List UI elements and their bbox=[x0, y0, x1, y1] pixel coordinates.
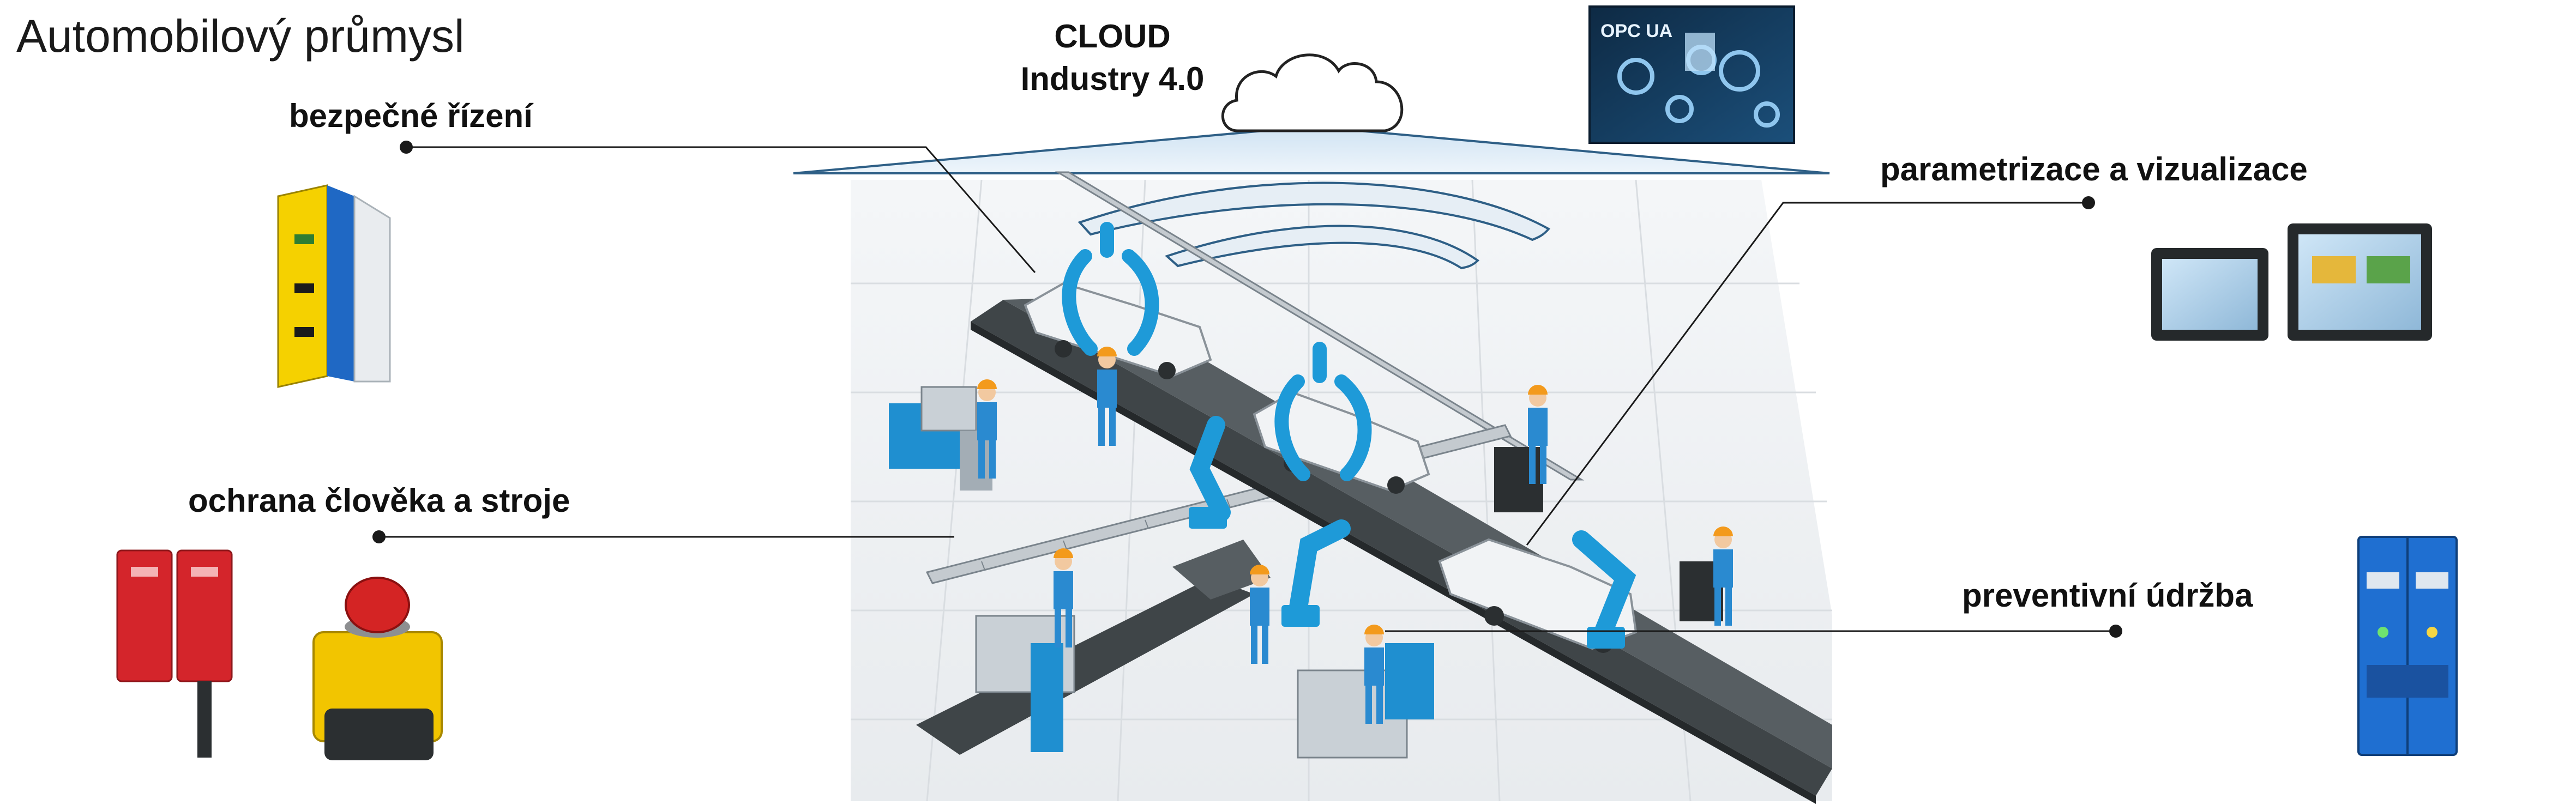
monitoring-relay-icon bbox=[2357, 536, 2458, 756]
worker bbox=[977, 347, 1733, 724]
label-human-machine-protection: ochrana člověka a stroje bbox=[188, 482, 570, 519]
press-station bbox=[975, 615, 1075, 752]
safety-relay-icon bbox=[277, 184, 391, 388]
emergency-stop-button-icon bbox=[312, 577, 443, 760]
wireless-signal-icon bbox=[1078, 181, 1551, 270]
page-title: Automobilový průmysl bbox=[16, 10, 465, 62]
lathe-station bbox=[1297, 643, 1434, 759]
cloud-caption: CLOUD Industry 4.0 bbox=[982, 15, 1243, 100]
cloud-caption-line1: CLOUD bbox=[1054, 18, 1171, 55]
robot-gripper bbox=[1062, 222, 1372, 481]
callout-dot-safety-control bbox=[400, 141, 413, 154]
callout-dot-predictive-maintenance bbox=[2109, 625, 2122, 638]
cloud-icon bbox=[1221, 53, 1404, 132]
label-safety-control: bezpečné řízení bbox=[289, 98, 533, 134]
callout-lines bbox=[379, 146, 2116, 632]
secondary-conveyor bbox=[916, 540, 1271, 755]
callout-line-parametrization bbox=[1526, 202, 2089, 546]
robot-arm bbox=[1189, 416, 1636, 641]
callout-dot-human-machine-protection bbox=[372, 530, 386, 543]
label-predictive-maintenance: preventivní údržba bbox=[1962, 577, 2253, 614]
main-conveyor bbox=[971, 297, 1832, 804]
callout-line-safety-control bbox=[406, 146, 1036, 273]
magnetic-safety-sensor-icon bbox=[116, 549, 233, 758]
opc-ua-badge-label: OPC UA bbox=[1600, 21, 1672, 41]
hmi-touch-panel-icon bbox=[2151, 223, 2432, 341]
label-parametrization: parametrizace a vizualizace bbox=[1880, 151, 2308, 187]
cnc-station bbox=[889, 386, 992, 491]
cloud-beam bbox=[793, 125, 1830, 174]
cloud-caption-line2: Industry 4.0 bbox=[1020, 60, 1205, 97]
callout-dot-parametrization bbox=[2082, 196, 2095, 209]
opc-ua-gear-panel-icon bbox=[1588, 5, 1795, 144]
